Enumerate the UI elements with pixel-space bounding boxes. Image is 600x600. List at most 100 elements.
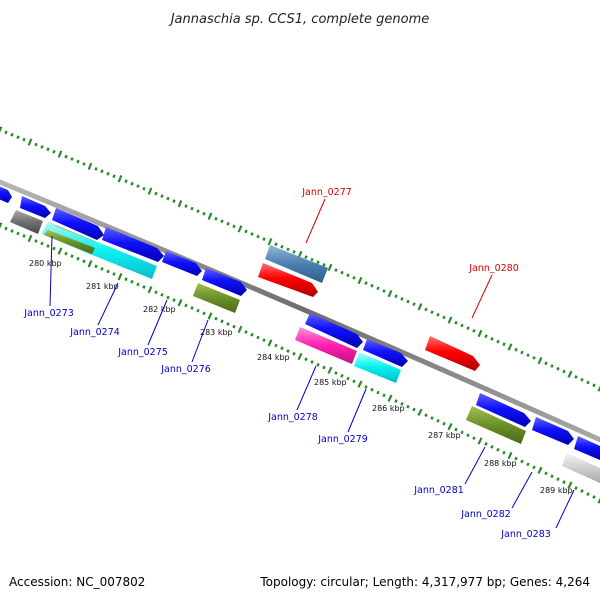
- ruler-tick: [514, 347, 518, 352]
- ruler-tick: [267, 237, 273, 246]
- ruler-tick: [382, 289, 386, 293]
- gene-feature: [162, 251, 202, 276]
- gene-feature: [42, 222, 157, 279]
- ruler-tick: [280, 244, 284, 249]
- ruler-tick: [304, 357, 308, 362]
- ruler-tick: [0, 222, 3, 229]
- ruler-tick: [574, 486, 578, 490]
- ruler-tick: [357, 276, 363, 285]
- ruler-tick: [34, 239, 38, 243]
- ruler-tick: [70, 157, 74, 161]
- ruler-tick: [190, 206, 194, 211]
- gene-feature: [193, 283, 240, 313]
- ruler-tick: [87, 162, 93, 171]
- ruler-tick: [22, 234, 26, 238]
- ruler-tick: [490, 444, 494, 449]
- gene-label: Jann_0282: [460, 509, 511, 520]
- ruler-tick: [154, 290, 158, 295]
- ruler-tick: [466, 326, 470, 330]
- ruler-tick: [496, 447, 500, 452]
- ruler-tick: [310, 360, 314, 364]
- ruler-label: 283 kbp: [200, 328, 233, 337]
- ruler-tick: [220, 219, 224, 224]
- ruler-label: 285 kbp: [314, 378, 347, 387]
- ruler-tick: [322, 263, 326, 267]
- leader-line: [347, 388, 367, 433]
- ruler-tick: [147, 285, 153, 294]
- ruler-tick: [4, 130, 8, 135]
- ruler-tick: [460, 430, 464, 435]
- ruler-tick: [454, 427, 458, 432]
- gene-feature: [52, 208, 104, 240]
- ruler-tick: [597, 497, 600, 504]
- ruler-label: 287 kbp: [428, 431, 461, 440]
- ruler-tick: [520, 350, 524, 355]
- ruler-tick: [592, 495, 596, 499]
- leader-line: [296, 365, 317, 411]
- ruler-tick: [580, 489, 584, 493]
- accession-text: Accession: NC_007802: [9, 575, 145, 589]
- ruler-tick: [112, 272, 116, 276]
- ruler-tick: [117, 175, 123, 183]
- gene-label: Jann_0276: [160, 364, 211, 375]
- ruler-tick: [82, 162, 86, 166]
- ruler-tick: [237, 325, 243, 334]
- ruler-tick: [327, 263, 333, 272]
- ruler-tick: [4, 226, 8, 231]
- gene-feature: [0, 186, 12, 203]
- ruler-tick: [117, 272, 123, 281]
- ruler-tick: [76, 159, 80, 164]
- ruler-tick: [537, 466, 543, 474]
- ruler-tick: [280, 346, 284, 351]
- ruler-tick: [507, 451, 513, 460]
- ruler-tick: [484, 334, 488, 339]
- ruler-tick: [376, 286, 380, 291]
- ruler-tick: [46, 147, 50, 152]
- ruler-tick: [556, 366, 560, 371]
- ruler-tick: [520, 459, 524, 464]
- ruler-tick: [124, 277, 128, 282]
- ruler-tick: [172, 199, 176, 203]
- ruler-tick: [226, 221, 230, 226]
- topology-summary: Topology: circular; Length: 4,317,977 bp…: [259, 575, 590, 589]
- ruler-tick: [40, 145, 44, 149]
- gene-feature: [562, 453, 600, 483]
- gene-labels: Jann_0273 Jann_0274 Jann_0275 Jann_0276 …: [23, 187, 551, 540]
- ruler-tick: [544, 361, 548, 366]
- ruler-tick: [34, 142, 38, 147]
- ruler-tick: [382, 393, 386, 398]
- ruler-tick: [580, 377, 584, 382]
- ruler-tick: [550, 474, 554, 479]
- ruler-tick: [502, 450, 506, 455]
- ruler-label: 286 kbp: [372, 404, 405, 413]
- gene-label: Jann_0279: [317, 434, 368, 445]
- ruler-tick: [202, 311, 206, 316]
- ruler-tick: [256, 234, 260, 239]
- ruler-tick: [262, 338, 266, 342]
- ruler-tick: [597, 385, 600, 392]
- ruler-tick: [166, 295, 170, 300]
- ruler-tick: [94, 264, 98, 269]
- gene-label: Jann_0273: [23, 308, 74, 319]
- ruler-tick: [196, 308, 200, 313]
- ruler-tick: [202, 211, 206, 216]
- leader-line: [191, 319, 209, 363]
- ruler-label: 281 kbp: [86, 282, 119, 291]
- gene-label: Jann_0281: [413, 485, 464, 496]
- ruler-tick: [484, 442, 488, 446]
- ruler-tick: [532, 356, 536, 360]
- ruler-tick: [267, 339, 273, 347]
- gene-feature: [466, 406, 526, 444]
- gene-feature: [305, 313, 363, 348]
- gene-feature: [102, 227, 164, 262]
- ruler-tick: [436, 419, 440, 423]
- ruler-tick: [394, 294, 398, 299]
- ruler-tick: [244, 229, 248, 234]
- ruler-tick: [436, 312, 440, 317]
- ruler-tick: [106, 171, 110, 176]
- ruler-tick: [22, 137, 26, 142]
- ruler-tick: [387, 289, 393, 298]
- ruler-tick: [316, 260, 320, 265]
- ruler-tick: [244, 330, 248, 334]
